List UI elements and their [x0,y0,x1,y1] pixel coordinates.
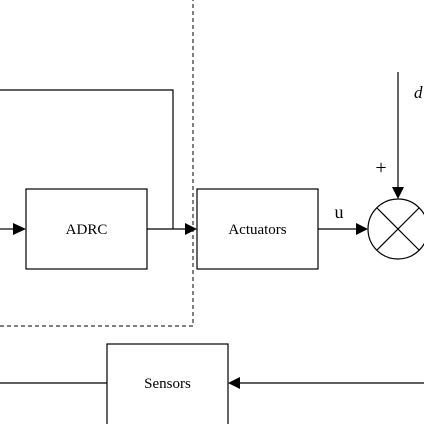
feedback-top-line [0,89,174,229]
controller-boundary [0,0,194,327]
summing-input-arrow [356,223,368,235]
sum-plus-sign: + [375,157,386,179]
sensors-input-arrow [228,377,240,389]
control-signal-label: u [335,202,344,222]
sensors-label: Sensors [144,376,191,392]
summing-junction [367,198,424,260]
disturbance-arrow [392,187,404,199]
summing-junction-cross-b [376,207,420,251]
disturbance-label: d [414,83,423,102]
adrc-label: ADRC [66,222,108,238]
adrc-input-arrow [13,223,26,235]
actuators-input-arrow [185,223,197,235]
adrc-block [25,188,148,270]
actuators-label: Actuators [228,222,286,238]
sensors-block [106,343,229,424]
actuators-block [196,188,319,270]
